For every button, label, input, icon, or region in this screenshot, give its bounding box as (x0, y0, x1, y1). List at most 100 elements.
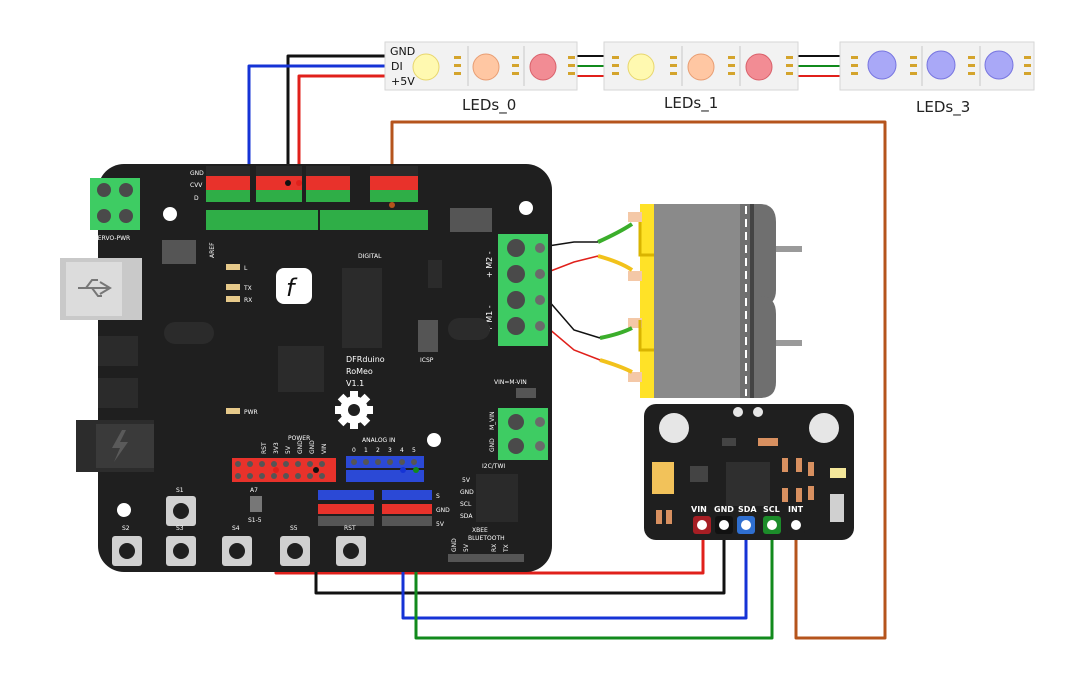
power-pin-gnd2: GND (309, 440, 316, 454)
component (830, 494, 844, 522)
status-leds: L TX RX PWR (226, 264, 258, 416)
led-bulb (687, 53, 715, 81)
component (690, 466, 708, 482)
m2-label: + M2 - (485, 251, 494, 278)
i2c-label: I2C/TWI (482, 463, 505, 470)
xbee-header (448, 554, 524, 562)
motors (547, 204, 802, 398)
led-bulb (984, 50, 1014, 80)
m-vin-terminal: GND M_VIN (489, 408, 548, 460)
strip-label-3: LEDs_3 (916, 98, 970, 117)
power-jack (76, 420, 154, 472)
power-pin-gnd: GND (297, 440, 304, 454)
header-d-label: D (194, 195, 199, 202)
wire-led-gnd-black (286, 54, 389, 183)
led-bulb (867, 50, 897, 80)
sensor-s-label: S (436, 493, 440, 500)
ic-chip (428, 260, 442, 288)
led-bulb (529, 53, 557, 81)
button-s3-label: S3 (176, 525, 184, 532)
sensor-label-gnd: GND (714, 505, 734, 514)
resistor (758, 438, 778, 446)
switch-s1-5 (250, 496, 262, 512)
mount-hole (163, 207, 177, 221)
servo-pwr-label: SERVO-PWR (94, 235, 130, 242)
crystal (448, 318, 490, 340)
led-rx-label: RX (244, 297, 252, 304)
led-l-label: L (244, 265, 248, 272)
header-digital: DIGITAL (206, 210, 428, 260)
header-power: POWER RST 3V3 5V GND GND VIN (232, 435, 336, 482)
sensor-gnd-label: GND (436, 507, 450, 514)
xbee-pin-5v: 5V (463, 543, 470, 552)
motor-jumper-block (450, 208, 492, 232)
gnd-mvin-gnd: GND (489, 438, 496, 452)
capacitor (98, 378, 138, 408)
button-s1-label: S1 (176, 487, 184, 494)
i2c-pin-gnd: GND (460, 489, 474, 496)
header-i2c: I2C/TWI 5V GND SCL SDA (460, 463, 518, 522)
strip-pin-5v: +5V (391, 75, 415, 88)
capacitor (652, 462, 674, 494)
i2c-pin-5v: 5V (462, 477, 471, 484)
board-version: V1.1 (346, 379, 364, 388)
mount-hole (117, 503, 131, 517)
power-pin-5v: 5V (285, 445, 292, 454)
motor-wire (547, 255, 599, 273)
aref-label: AREF (209, 242, 216, 258)
digital-label: DIGITAL (358, 253, 382, 260)
led-bulb (745, 53, 773, 81)
buttons: S1 S2 S3 S4 S5 RST (112, 487, 366, 566)
power-pin-3v3: 3V3 (273, 442, 280, 454)
xbee-pin-tx: TX (503, 544, 510, 553)
led-strip-3: LEDs_3 (839, 41, 1035, 117)
gnd-mvin-mvin: M_VIN (489, 411, 496, 430)
analog-pin-4: 4 (400, 447, 404, 454)
vin-jumper (516, 388, 536, 398)
analog-pin-5: 5 (412, 447, 416, 454)
i2c-pin-scl: SCL (460, 501, 472, 508)
led-strip-1: LEDs_1 (603, 41, 799, 113)
capacitor (98, 336, 138, 366)
analog-in-label: ANALOG IN (362, 437, 395, 444)
analog-pin-2: 2 (376, 447, 380, 454)
df-logo (276, 268, 312, 304)
led-bulb (412, 53, 440, 81)
ic-chip (726, 462, 770, 506)
led-tx-label: TX (243, 285, 252, 292)
sensor-5v-label: 5V (436, 521, 445, 528)
sensor-label-scl: SCL (763, 505, 780, 514)
i2c-pin-sda: SDA (460, 513, 473, 520)
motor-m2 (597, 204, 802, 306)
crystal (164, 322, 214, 344)
strip-label-0: LEDs_0 (462, 96, 516, 115)
power-label: POWER (288, 435, 310, 442)
vin-m-vin-label: VIN=M-VIN (494, 379, 527, 386)
xbee-sub-label: BLUETOOTH (468, 535, 505, 542)
servo-pwr-terminal: SERVO-PWR (90, 178, 140, 242)
power-pin-vin: VIN (321, 444, 328, 454)
led-bulb (472, 53, 500, 81)
wire-endpoints (273, 180, 419, 473)
analog-pin-0: 0 (352, 447, 356, 454)
usb-icon (78, 279, 112, 297)
button-s4-label: S4 (232, 525, 240, 532)
sensor-module: VIN GND SDA SCL INT (644, 404, 854, 540)
header-gnd-label: GND (190, 170, 204, 177)
gear-icon (335, 391, 373, 429)
sensor-label-vin: VIN (691, 505, 707, 514)
led-bulb (926, 50, 956, 80)
button-s2-label: S2 (122, 525, 130, 532)
header-sensor-lower: S GND 5V (318, 490, 450, 528)
strip-label-1: LEDs_1 (664, 94, 718, 113)
mount-hole (809, 413, 839, 443)
wire-int-brown (390, 120, 887, 640)
ic-chip (278, 346, 324, 392)
board-name-2: RoMeo (346, 367, 373, 376)
sensor-label-int: INT (788, 505, 804, 514)
usb-connector (60, 258, 142, 320)
motor-m1 (599, 296, 802, 398)
analog-pin-3: 3 (388, 447, 392, 454)
board-name-1: DFRduino (346, 355, 385, 364)
strip-pin-gnd: GND (390, 45, 415, 58)
